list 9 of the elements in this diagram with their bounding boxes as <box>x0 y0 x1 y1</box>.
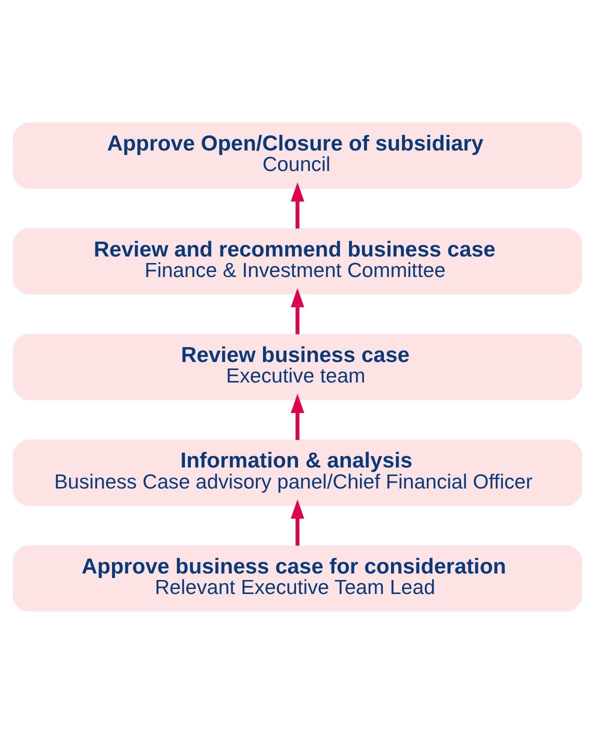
node-box: Review and recommend business case Finance & Investment Committee <box>12 228 582 294</box>
arrow <box>290 499 304 546</box>
node-box: Review business case Executive team <box>12 333 582 400</box>
node-box: Information & analysis Business Case advisory panel/Chief Financial Officer <box>12 439 582 506</box>
node-box: Approve Open/Closure of subsidiary Council <box>12 122 582 188</box>
arrow <box>290 288 304 334</box>
node-box: Approve business case for consideration Relevant Executive Team Lead <box>12 544 582 612</box>
arrow <box>290 182 304 228</box>
arrow <box>290 393 304 440</box>
